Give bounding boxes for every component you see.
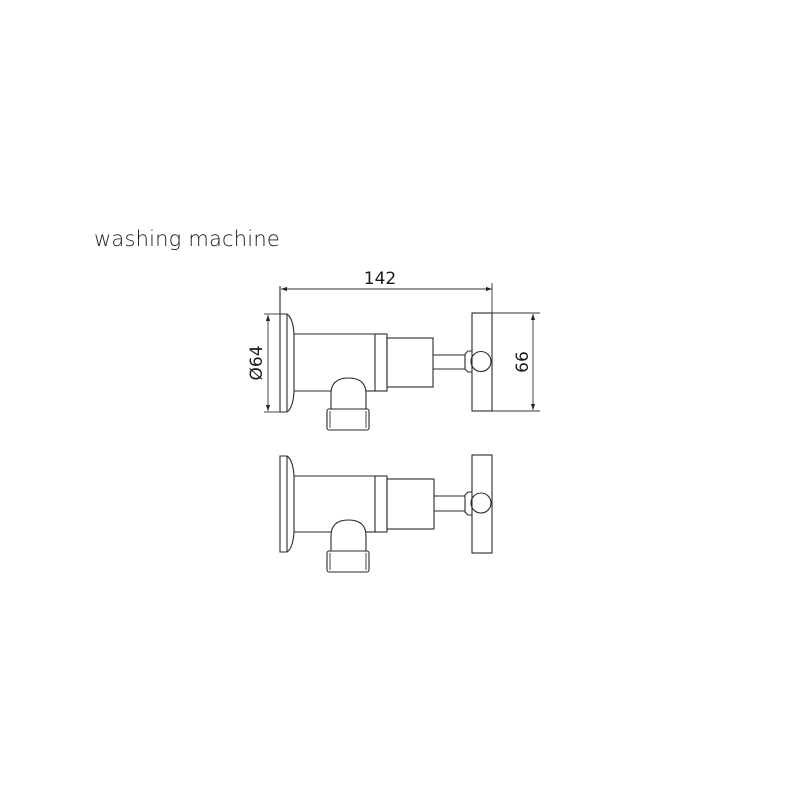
wall-flange <box>279 286 295 413</box>
valve-body <box>294 475 388 533</box>
valve-bonnet <box>386 337 434 388</box>
outlet-connector <box>326 377 370 431</box>
outlet-connector <box>326 519 370 573</box>
valve-bonnet <box>386 478 435 530</box>
dim-label-66: 66 <box>513 351 533 373</box>
valve-view-bottom <box>279 454 493 573</box>
dimension-overall-length: 142 <box>281 269 493 313</box>
valve-stem <box>434 495 465 512</box>
dim-label-diameter: Ø64 <box>247 345 267 380</box>
drawing-title: washing machine <box>94 227 280 251</box>
valve-body <box>294 333 388 392</box>
valve-stem <box>433 354 465 370</box>
cross-handle <box>464 312 493 412</box>
valve-view-top: 142 Ø64 66 <box>247 269 540 431</box>
dimension-handle-height: 66 <box>492 312 540 412</box>
wall-flange <box>279 455 295 553</box>
cross-handle <box>464 454 493 554</box>
dimension-flange-diameter: Ø64 <box>247 313 280 413</box>
dim-label-142: 142 <box>364 269 396 289</box>
